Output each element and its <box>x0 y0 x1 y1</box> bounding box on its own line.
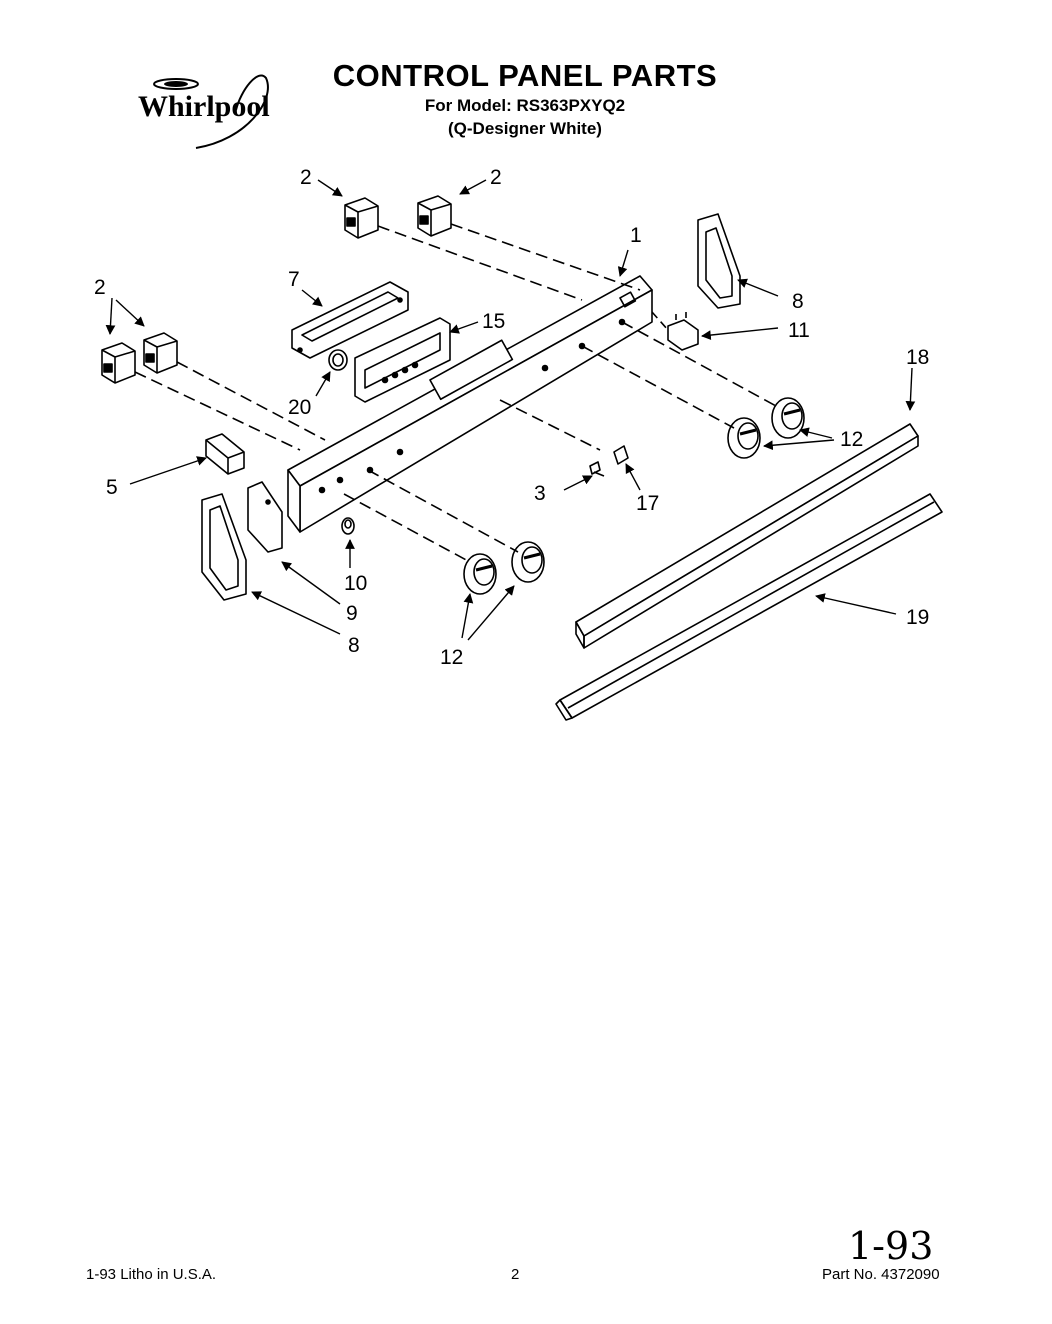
trim-part-18 <box>575 423 919 649</box>
page-title: CONTROL PANEL PARTS <box>332 58 718 93</box>
callout-10: 10 <box>344 572 367 595</box>
callout-19: 19 <box>906 606 929 629</box>
knob-part-12-d <box>771 397 805 439</box>
clip-part-2-d <box>143 332 178 374</box>
knob-part-12-b <box>511 541 545 583</box>
clip-part-2-a <box>344 197 379 239</box>
callout-12-b: 12 <box>440 646 463 669</box>
logo-text: Whirlpool <box>138 90 270 123</box>
ring-part-20 <box>328 349 348 371</box>
end-cap-part-8-left <box>201 493 247 601</box>
control-panel-body <box>287 275 653 533</box>
color-line: (Q-Designer White) <box>448 119 602 138</box>
trim-part-19 <box>555 493 943 721</box>
callout-3: 3 <box>534 482 546 505</box>
callout-8-b: 8 <box>348 634 360 657</box>
bracket-part-9 <box>247 481 283 553</box>
callout-2-a: 2 <box>300 166 312 189</box>
handwritten-note: 1-93 <box>848 1224 934 1268</box>
callout-11: 11 <box>788 319 810 342</box>
clip-part-2-b <box>417 195 452 237</box>
display-module-part-15 <box>354 317 601 451</box>
callout-15: 15 <box>482 310 505 333</box>
switch-part-5 <box>205 433 245 475</box>
callout-9: 9 <box>346 602 358 625</box>
footer-page-number: 2 <box>511 1266 520 1283</box>
callout-18: 18 <box>906 346 929 369</box>
bracket-part-7 <box>291 281 409 359</box>
callout-1: 1 <box>630 224 642 247</box>
clip-part-2-c <box>101 342 136 384</box>
model-line: For Model: RS363PXYQ2 <box>424 96 626 115</box>
screw-part-3 <box>589 461 605 477</box>
grommet-part-10 <box>341 517 355 535</box>
pin-part-17 <box>613 445 629 465</box>
callout-5: 5 <box>106 476 118 499</box>
footer-part-number: Part No. 4372090 <box>822 1266 940 1283</box>
callout-12-a: 12 <box>840 428 863 451</box>
knob-part-12-a <box>463 553 497 595</box>
end-cap-part-8-right <box>697 213 741 309</box>
footer-litho: 1-93 Litho in U.S.A. <box>86 1266 217 1283</box>
callout-2-c: 2 <box>94 276 106 299</box>
connector-part-11 <box>667 312 699 351</box>
knob-part-12-c <box>727 417 761 459</box>
callout-20: 20 <box>288 396 311 419</box>
callout-8-a: 8 <box>792 290 804 313</box>
whirlpool-logo: Whirlpool <box>138 74 270 149</box>
callout-17: 17 <box>636 492 659 515</box>
callout-2-b: 2 <box>490 166 502 189</box>
callout-7: 7 <box>288 268 300 291</box>
